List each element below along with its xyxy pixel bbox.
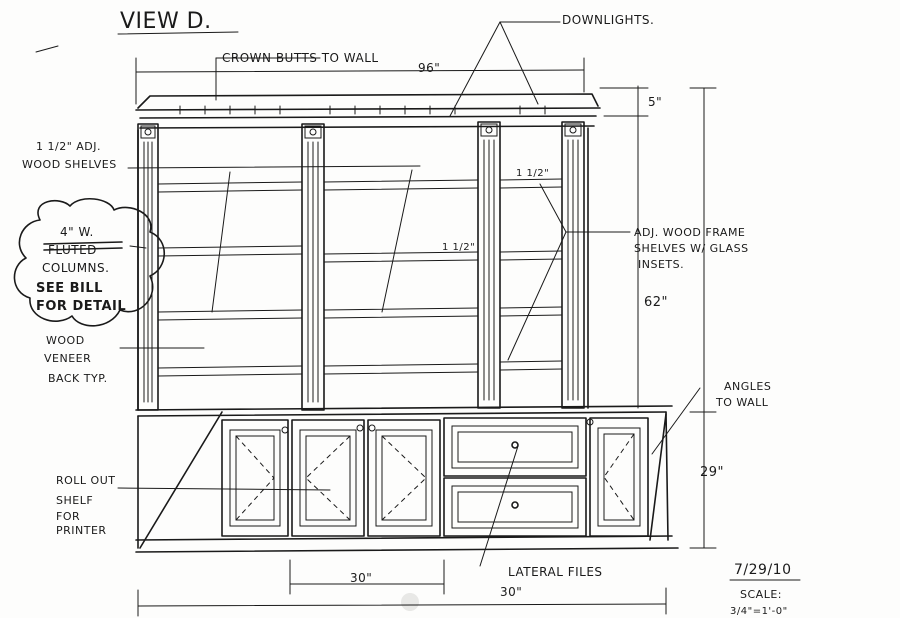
upper-hutch — [137, 121, 589, 411]
column-detail-cloud — [13, 198, 165, 327]
door-swing-marks — [235, 433, 635, 521]
binder-hole — [401, 593, 419, 611]
label-frame-shelves-1: ADJ. WOOD FRAME — [634, 226, 745, 239]
margin-mark — [35, 45, 59, 53]
label-crown: CROWN BUTTS TO WALL — [222, 51, 379, 65]
sheet-date: 7/29/10 — [734, 562, 791, 578]
label-roll-out-2: SHELF — [56, 494, 93, 507]
label-veneer-3: BACK TYP. — [48, 372, 108, 385]
label-frame-shelves-2: SHELVES W/ GLASS — [634, 242, 749, 255]
label-for-detail: FOR DETAIL — [36, 299, 126, 314]
label-downlights: DOWNLIGHTS. — [562, 13, 654, 27]
label-columns-width: 4" W. — [60, 225, 94, 239]
fluted-column-3 — [477, 121, 501, 409]
shelves-bay-3 — [499, 178, 563, 371]
crown-molding — [135, 93, 601, 129]
base-door-1 — [221, 419, 289, 537]
label-see-bill: SEE BILL — [36, 281, 103, 296]
label-columns: COLUMNS. — [42, 261, 109, 275]
dim-base-height: 29" — [700, 465, 724, 480]
shelves-bay-2 — [323, 179, 479, 375]
lateral-file-drawers — [443, 417, 587, 537]
label-adj-shelves-2: WOOD SHELVES — [22, 158, 117, 171]
dim-shelf-thickness-a: 1 1/2" — [516, 168, 549, 179]
fluted-column-4 — [561, 121, 585, 409]
dimension-overall-width — [135, 57, 585, 105]
base-door-4 — [586, 417, 649, 537]
dim-overall-width: 96" — [418, 61, 440, 75]
view-title: VIEW D. — [120, 9, 212, 34]
dim-crown-height: 5" — [648, 95, 662, 109]
base-door-3 — [367, 419, 441, 537]
label-adj-shelves-1: 1 1/2" ADJ. — [36, 140, 101, 153]
dim-shelf-thickness-b: 1 1/2" — [442, 242, 475, 253]
dim-base-section-b: 30" — [500, 585, 522, 599]
base-door-2 — [291, 419, 365, 537]
label-lateral-files: LATERAL FILES — [508, 565, 603, 579]
scale-value: 3/4"=1'-0" — [730, 606, 788, 617]
label-veneer-2: VENEER — [44, 352, 91, 365]
label-frame-shelves-3: INSETS. — [638, 258, 684, 271]
label-angles-1: ANGLES — [724, 380, 771, 393]
label-veneer-1: WOOD — [46, 334, 85, 347]
dimension-base-sections — [137, 559, 667, 617]
label-roll-out-4: PRINTER — [56, 524, 107, 537]
title-underline — [117, 31, 239, 35]
dim-base-section-a: 30" — [350, 571, 372, 585]
base-cabinet — [135, 405, 679, 553]
label-roll-out-1: ROLL OUT — [56, 474, 115, 487]
leader-lines — [117, 21, 701, 567]
fluted-column-2 — [301, 123, 325, 411]
label-angles-2: TO WALL — [715, 396, 769, 409]
strike-fluted — [43, 241, 123, 245]
fluted-column-1 — [137, 123, 159, 411]
dimension-right-vertical — [599, 85, 717, 549]
label-roll-out-3: FOR — [56, 510, 80, 523]
shelves-bay-1 — [157, 181, 303, 377]
dim-upper-height: 62" — [644, 295, 668, 310]
scale-label: SCALE: — [740, 588, 782, 601]
strike-fluted-2 — [43, 247, 123, 251]
